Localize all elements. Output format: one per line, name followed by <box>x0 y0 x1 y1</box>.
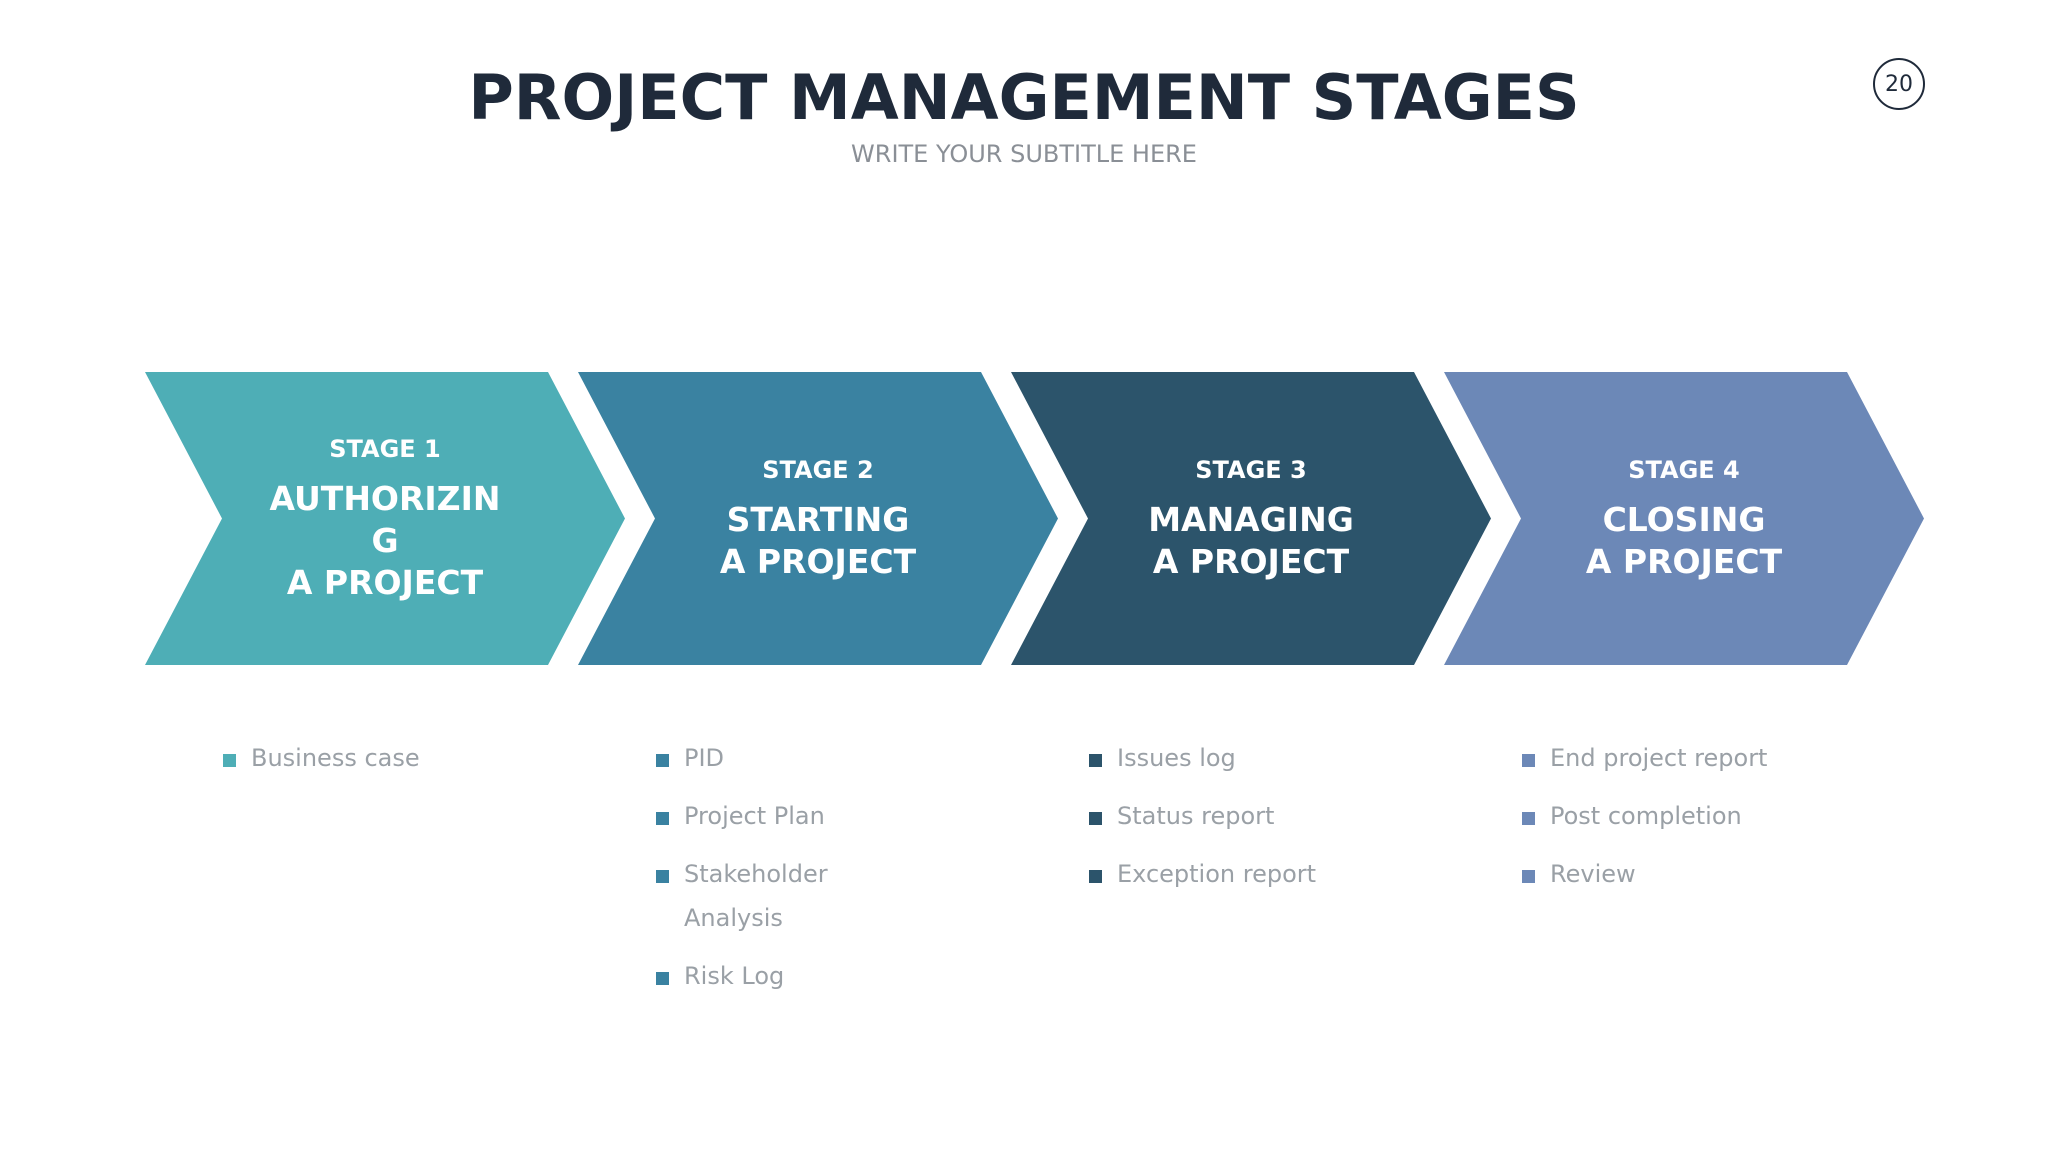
stage-3-bullet-list: Issues log Status report Exception repor… <box>1089 736 1369 910</box>
stage-2-name: STARTING A PROJECT <box>719 499 917 581</box>
square-bullet-icon <box>656 812 669 825</box>
stage-1-bullet-list: Business case <box>223 736 503 794</box>
stage-1-text: STAGE 1 AUTHORIZIN G A PROJECT <box>165 372 605 665</box>
list-item: Exception report <box>1089 852 1369 896</box>
stage-1-chevron: STAGE 1 AUTHORIZIN G A PROJECT <box>145 372 625 665</box>
stage-4-name: CLOSING A PROJECT <box>1585 499 1783 581</box>
square-bullet-icon <box>656 870 669 883</box>
list-item-text: Stakeholder Analysis <box>684 860 828 932</box>
list-item: Issues log <box>1089 736 1369 780</box>
stage-2-label: STAGE 2 <box>762 455 874 484</box>
list-item: Status report <box>1089 794 1369 838</box>
list-item: Post completion <box>1522 794 1842 838</box>
stage-2-arrow-shape <box>578 372 1058 665</box>
stage-4-label: STAGE 4 <box>1628 455 1740 484</box>
square-bullet-icon <box>656 754 669 767</box>
square-bullet-icon <box>1522 812 1535 825</box>
page-number-badge: 20 <box>1873 58 1925 110</box>
stage-1-label: STAGE 1 <box>329 434 441 463</box>
square-bullet-icon <box>1089 812 1102 825</box>
list-item-text: Issues log <box>1117 744 1236 772</box>
square-bullet-icon <box>1089 870 1102 883</box>
slide-title: PROJECT MANAGEMENT STAGES <box>468 61 1580 134</box>
list-item: Project Plan <box>656 794 856 838</box>
stage-4-arrow-shape <box>1444 372 1924 665</box>
list-item-text: Review <box>1550 860 1636 888</box>
list-item: Stakeholder Analysis <box>656 852 856 940</box>
list-item-text: Exception report <box>1117 860 1317 888</box>
square-bullet-icon <box>1522 870 1535 883</box>
list-item-text: End project report <box>1550 744 1768 772</box>
stage-3-text: STAGE 3 MANAGING A PROJECT <box>1031 372 1471 665</box>
stage-3-label: STAGE 3 <box>1195 455 1307 484</box>
list-item: Review <box>1522 852 1842 896</box>
list-item-text: Risk Log <box>684 962 785 990</box>
list-item: Business case <box>223 736 503 780</box>
stage-3-name: MANAGING A PROJECT <box>1148 499 1354 581</box>
square-bullet-icon <box>1089 754 1102 767</box>
stage-3-chevron: STAGE 3 MANAGING A PROJECT <box>1011 372 1491 665</box>
list-item-text: Post completion <box>1550 802 1742 830</box>
stage-4-text: STAGE 4 CLOSING A PROJECT <box>1464 372 1904 665</box>
slide-subtitle: WRITE YOUR SUBTITLE HERE <box>851 140 1197 168</box>
stage-4-chevron: STAGE 4 CLOSING A PROJECT <box>1444 372 1924 665</box>
stage-2-text: STAGE 2 STARTING A PROJECT <box>598 372 1038 665</box>
stage-3-arrow-shape <box>1011 372 1491 665</box>
stage-1-arrow-shape <box>145 372 625 665</box>
stage-2-bullet-list: PID Project Plan Stakeholder Analysis Ri… <box>656 736 856 1012</box>
square-bullet-icon <box>223 754 236 767</box>
square-bullet-icon <box>1522 754 1535 767</box>
stage-2-chevron: STAGE 2 STARTING A PROJECT <box>578 372 1058 665</box>
list-item-text: PID <box>684 744 725 772</box>
list-item-text: Business case <box>251 744 420 772</box>
list-item: End project report <box>1522 736 1842 780</box>
list-item: Risk Log <box>656 954 856 998</box>
square-bullet-icon <box>656 972 669 985</box>
stage-1-name: AUTHORIZIN G A PROJECT <box>269 478 501 602</box>
list-item-text: Status report <box>1117 802 1275 830</box>
list-item: PID <box>656 736 856 780</box>
stage-4-bullet-list: End project report Post completion Revie… <box>1522 736 1842 910</box>
list-item-text: Project Plan <box>684 802 825 830</box>
